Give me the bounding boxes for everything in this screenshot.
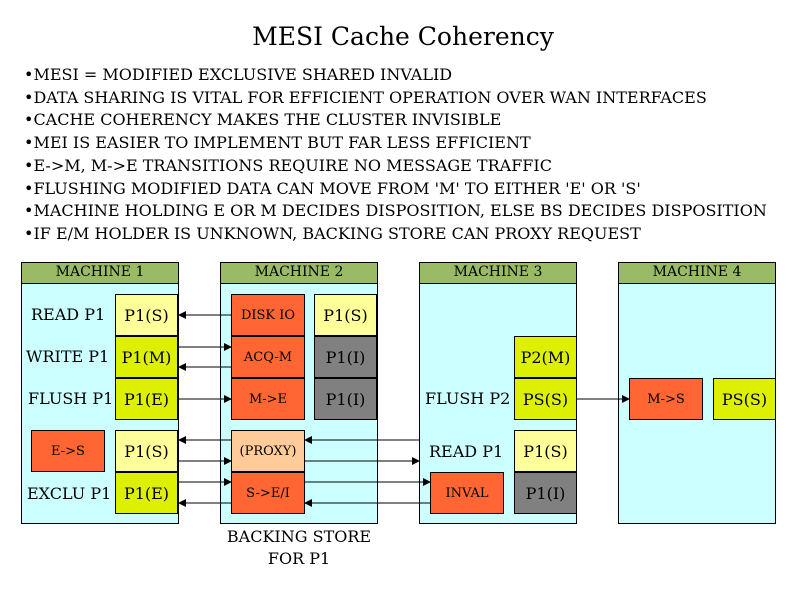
machine-4-cache-state: PS(S) bbox=[713, 378, 776, 420]
machine-3-cache-state: P1(I) bbox=[514, 472, 577, 514]
diagram-title: MESI Cache Coherency bbox=[252, 22, 554, 51]
machine-1-cache-state: P1(M) bbox=[115, 336, 178, 378]
machine-2-action: ACQ-M bbox=[231, 336, 305, 378]
machine-2-cache-state: P1(I) bbox=[314, 378, 377, 420]
machine-3-label: FLUSH P2 bbox=[425, 389, 511, 408]
bullet-item: E->M, M->E TRANSITIONS REQUIRE NO MESSAG… bbox=[24, 155, 767, 178]
machine-2-cache-state: P1(I) bbox=[314, 336, 377, 378]
bullet-item: CACHE COHERENCY MAKES THE CLUSTER INVISI… bbox=[24, 109, 767, 132]
machine-2-action: DISK IO bbox=[231, 294, 305, 336]
machine-1-header: MACHINE 1 bbox=[21, 262, 179, 284]
machine-1-cache-state: P1(S) bbox=[115, 294, 178, 336]
bullet-item: IF E/M HOLDER IS UNKNOWN, BACKING STORE … bbox=[24, 223, 767, 246]
backing-store-caption-line: BACKING STORE bbox=[226, 527, 372, 546]
machine-2-proxy: (PROXY) bbox=[231, 430, 305, 472]
machine-3-cache-state: P1(S) bbox=[514, 430, 577, 472]
machine-4-header: MACHINE 4 bbox=[618, 262, 776, 284]
bullet-item: FLUSHING MODIFIED DATA CAN MOVE FROM 'M'… bbox=[24, 178, 767, 201]
machine-2-header: MACHINE 2 bbox=[220, 262, 378, 284]
machine-3-action: INVAL bbox=[430, 472, 504, 514]
machine-3-label: READ P1 bbox=[429, 442, 504, 461]
machine-1-action: E->S bbox=[31, 430, 105, 472]
bullet-item: MACHINE HOLDING E OR M DECIDES DISPOSITI… bbox=[24, 200, 766, 223]
machine-2-action: M->E bbox=[231, 378, 305, 420]
machine-1-cache-state: P1(S) bbox=[115, 430, 178, 472]
machine-3-header: MACHINE 3 bbox=[419, 262, 577, 284]
machine-1-label: READ P1 bbox=[31, 305, 106, 324]
machine-2-cache-state: P1(S) bbox=[314, 294, 377, 336]
machine-1-label: FLUSH P1 bbox=[28, 389, 114, 408]
backing-store-caption-line: FOR P1 bbox=[267, 549, 331, 568]
machine-3-cache-state: PS(S) bbox=[514, 378, 577, 420]
machine-1-cache-state: P1(E) bbox=[115, 472, 178, 514]
bullet-item: DATA SHARING IS VITAL FOR EFFICIENT OPER… bbox=[24, 87, 767, 110]
machine-1-label: WRITE P1 bbox=[26, 347, 110, 366]
machine-4-action: M->S bbox=[629, 378, 703, 420]
bullet-item: MEI IS EASIER TO IMPLEMENT BUT FAR LESS … bbox=[24, 132, 767, 155]
machine-2-action: S->E/I bbox=[231, 472, 305, 514]
machine-3-cache-state: P2(M) bbox=[514, 336, 577, 378]
backing-store-caption: BACKING STORE FOR P1 bbox=[220, 526, 378, 570]
machine-1-cache-state: P1(E) bbox=[115, 378, 178, 420]
bullet-list: MESI = MODIFIED EXCLUSIVE SHARED INVALID… bbox=[24, 64, 767, 246]
machine-1-label: EXCLU P1 bbox=[27, 484, 112, 503]
bullet-item: MESI = MODIFIED EXCLUSIVE SHARED INVALID bbox=[24, 64, 767, 87]
